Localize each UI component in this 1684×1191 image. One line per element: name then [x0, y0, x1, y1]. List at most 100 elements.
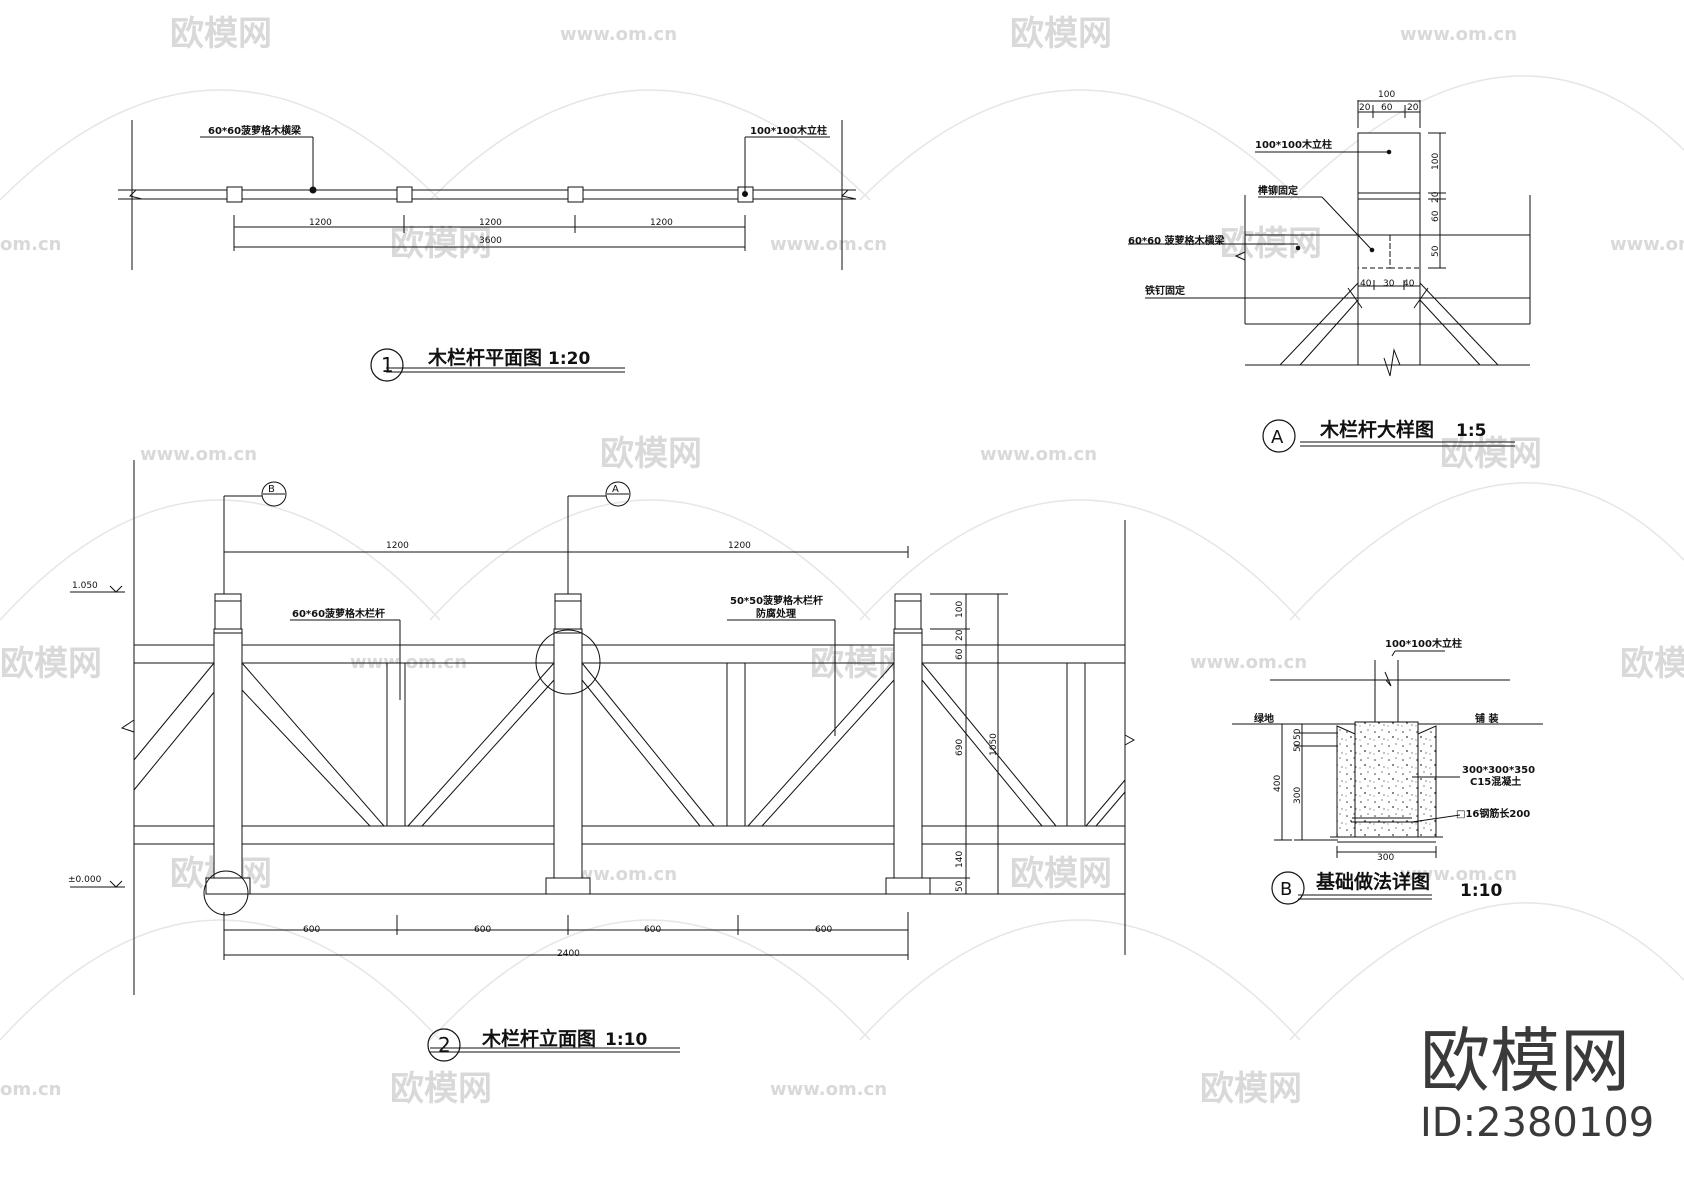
plan-text: 60*60菠萝格木横梁 100*100木立柱 1200 1200 1200 36…: [208, 124, 827, 377]
watermark-url: www.om.cn: [980, 444, 1097, 465]
detail-a-circle-letter: A: [1271, 427, 1284, 448]
detail-a-dim: 20: [1359, 103, 1371, 113]
elev-top-dim: 1200: [728, 541, 751, 551]
detail-b-dim: 300: [1377, 853, 1394, 863]
detail-a-dim: 40: [1360, 279, 1372, 289]
detail-a-label-nail: 铁钉固定: [1145, 284, 1185, 297]
watermark-url: www.om.cn: [140, 444, 257, 465]
detail-a-title: 木栏杆大样图: [1319, 418, 1434, 441]
bottom-dim-total: 2400: [557, 949, 580, 959]
vdim-20: 20: [955, 629, 965, 641]
plan-dim: 1200: [309, 218, 332, 228]
plan-scale: 1:20: [548, 349, 590, 369]
detail-a-dim: 60: [1381, 103, 1393, 113]
plan-post: [396, 186, 413, 203]
detail-b-dim: 300: [1293, 787, 1303, 804]
watermark-url: www.om.cn: [770, 234, 887, 255]
watermark-url: www.om.cn: [1400, 864, 1517, 885]
level-top: 1.050: [72, 581, 98, 591]
bottom-dim: 600: [644, 925, 661, 935]
vdim-690: 690: [955, 739, 965, 756]
brand-id: ID:2380109: [1420, 1100, 1654, 1146]
watermark-url: om.cn: [0, 234, 61, 255]
watermark-layer: [0, 75, 1684, 1041]
detail-b-title: 基础做法详图: [1315, 870, 1430, 893]
detail-a-dim: 40: [1403, 279, 1415, 289]
detail-b-dim: 50: [1293, 740, 1303, 752]
detail-a-label-tenon: 榫铆固定: [1257, 184, 1298, 197]
watermark-url: om.cn: [0, 1079, 61, 1100]
detail-a-dim: 50: [1431, 245, 1441, 257]
plan-dim-total: 3600: [479, 236, 502, 246]
detail-a-label-beam: 60*60 菠萝格木横梁: [1128, 234, 1226, 247]
detail-a-dim: 20: [1431, 191, 1441, 203]
ref-b-label: B: [268, 484, 275, 495]
post: [893, 632, 923, 879]
bottom-dim: 600: [815, 925, 832, 935]
detail-b-scale: 1:10: [1460, 881, 1502, 901]
detail-b-label-paving: 铺 装: [1475, 712, 1498, 725]
brand-name: 欧模网: [1420, 1020, 1630, 1102]
watermark-url: www.om.cn: [770, 1079, 887, 1100]
elev-title: 木栏杆立面图: [481, 1027, 596, 1050]
bottom-dim: 600: [474, 925, 491, 935]
watermark-brand: 欧模网: [1440, 434, 1542, 474]
detail-b-circle-letter: B: [1280, 879, 1292, 900]
elevation-view: [70, 460, 1136, 1062]
vdim-50: 50: [955, 880, 965, 892]
plan-dim: 1200: [479, 218, 502, 228]
detail-a-dim: 100: [1378, 90, 1395, 100]
bottom-dim: 600: [303, 925, 320, 935]
post: [553, 632, 583, 879]
detail-a-text: 100 20 60 20 100 20 60 50 40 30 40 100*1…: [1128, 90, 1486, 448]
plan-post: [567, 186, 584, 203]
vdim-140: 140: [955, 851, 965, 868]
detail-a-dim: 60: [1431, 210, 1441, 222]
watermark-url: www.om.cn: [1190, 652, 1307, 673]
detail-b-label-concrete: 300*300*350: [1462, 765, 1535, 776]
elevation-text: B A 1200 1200 1.050 ±0.000 60*60菠萝格木栏杆 5…: [68, 484, 999, 1057]
watermark-text-layer: 欧模网 www.om.cn 欧模网 www.om.cn om.cn 欧模网 ww…: [0, 14, 1684, 1109]
detail-a-label-post: 100*100木立柱: [1255, 138, 1332, 151]
watermark-brand: 欧模网: [170, 14, 272, 54]
detail-a-dim: 20: [1407, 103, 1419, 113]
plan-post: [226, 186, 243, 203]
watermark-brand: 欧模网: [600, 434, 702, 474]
detail-a-dim: 100: [1431, 153, 1441, 170]
detail-b-dim: 400: [1273, 775, 1283, 792]
label-baluster-treatment: 防腐处理: [756, 607, 796, 620]
detail-b-dim: 50: [1293, 728, 1303, 740]
vdim-1050: 1050: [989, 733, 999, 756]
watermark-brand: 欧模网: [1010, 854, 1112, 894]
concrete-footing: [1336, 721, 1437, 838]
detail-b-label-green: 绿地: [1254, 712, 1274, 725]
elev-top-dim: 1200: [386, 541, 409, 551]
plan-dim: 1200: [650, 218, 673, 228]
watermark-url: www.om.cn: [1610, 234, 1684, 255]
plan-circle-number: 1: [381, 353, 394, 377]
vdim-100: 100: [955, 601, 965, 618]
baluster: [1066, 662, 1086, 827]
watermark-brand: 欧模网: [1620, 644, 1684, 684]
ref-a-label: A: [612, 484, 619, 495]
detail-b: [1232, 650, 1543, 905]
detail-a-dim: 30: [1383, 279, 1395, 289]
watermark-url: www.om.cn: [1400, 24, 1517, 45]
watermark-brand: 欧模网: [1010, 14, 1112, 54]
watermark-url: www.om.cn: [560, 24, 677, 45]
detail-a: [1128, 100, 1531, 453]
detail-b-label-post: 100*100木立柱: [1385, 637, 1462, 650]
detail-b-label-rebar: □16钢筋长200: [1456, 807, 1530, 820]
level-zero: ±0.000: [68, 875, 102, 885]
plan-label-beam: 60*60菠萝格木横梁: [208, 124, 302, 137]
plan-label-post: 100*100木立柱: [750, 124, 827, 137]
baluster: [386, 662, 406, 827]
vdim-60: 60: [955, 648, 965, 660]
label-baluster: 50*50菠萝格木栏杆: [730, 594, 823, 607]
post: [213, 632, 243, 879]
baluster: [726, 662, 746, 827]
elev-circle-number: 2: [438, 1033, 451, 1057]
label-rail: 60*60菠萝格木栏杆: [292, 607, 385, 620]
detail-b-label-concrete-grade: C15混凝土: [1470, 775, 1521, 788]
